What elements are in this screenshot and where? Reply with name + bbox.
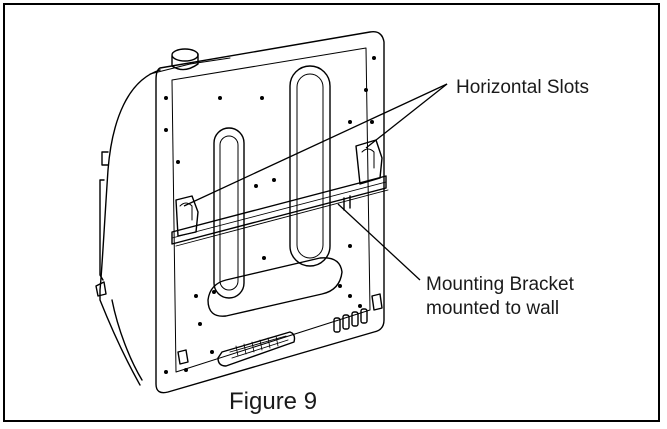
right-hook (355, 139, 383, 185)
heater-back-panel (155, 31, 385, 394)
horizontal-slots-label: Horizontal Slots (456, 77, 590, 98)
top-fitting (171, 53, 199, 71)
mounting-bracket-label-line1: Mounting Bracket (426, 274, 574, 295)
mounting-bracket (171, 175, 387, 245)
mounting-bracket-label-line2: mounted to wall (426, 298, 560, 319)
lower-oval-cutout (207, 257, 343, 317)
heater-side-profile (99, 69, 161, 386)
vertical-slot-left (213, 127, 245, 299)
mounting-bracket-label: Mounting Bracket mounted to wall (426, 273, 574, 321)
leader-slots-left (183, 83, 448, 207)
vertical-slot-right (289, 65, 331, 267)
leader-bracket (337, 203, 421, 281)
left-hook (175, 195, 199, 237)
leader-slots-right (365, 83, 448, 149)
figure-frame (3, 3, 660, 422)
figure-caption: Figure 9 (229, 388, 318, 415)
bottom-grille (217, 331, 296, 367)
